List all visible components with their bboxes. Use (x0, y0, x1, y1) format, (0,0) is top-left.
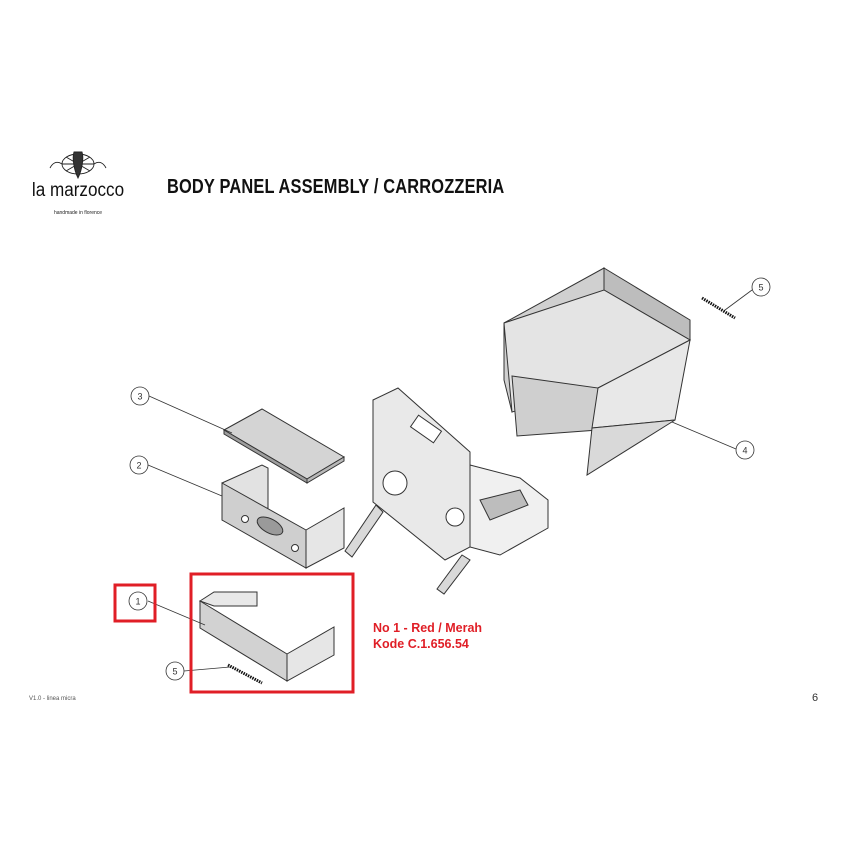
brand-logo-emblem (49, 151, 107, 180)
part-top-plate (222, 408, 345, 484)
brand-name: la marzocco (31, 180, 125, 201)
footer-version: V1.0 - linea micra (29, 696, 76, 702)
svg-text:5: 5 (758, 283, 763, 293)
svg-text:2: 2 (136, 461, 141, 471)
highlight-box-part (189, 572, 355, 694)
page-number: 6 (812, 692, 819, 704)
svg-text:4: 4 (742, 446, 747, 456)
svg-text:5: 5 (172, 667, 177, 677)
callout-5-bottom: 5 (165, 661, 185, 681)
svg-text:1: 1 (135, 597, 140, 607)
callout-1: 1 (128, 591, 148, 611)
part-box-panel (221, 464, 345, 569)
callout-4: 4 (735, 440, 755, 460)
part-side-panel (503, 267, 692, 476)
screw-strip-top (701, 296, 736, 320)
svg-text:3: 3 (137, 392, 142, 402)
annotation-code: Kode C.1.656.54 (373, 637, 469, 651)
page-title: BODY PANEL ASSEMBLY / CARROZZERIA (167, 176, 505, 198)
callout-3: 3 (130, 386, 150, 406)
callout-5-top: 5 (751, 277, 771, 297)
highlight-box-callout (113, 583, 157, 623)
callout-2: 2 (129, 455, 149, 475)
screw-strip-bottom (227, 663, 263, 685)
brand-tagline: handmade in florence (53, 210, 103, 216)
part-front-panel (198, 591, 335, 682)
part-machine-frame (344, 387, 549, 595)
annotation-color: No 1 - Red / Merah (373, 621, 483, 635)
